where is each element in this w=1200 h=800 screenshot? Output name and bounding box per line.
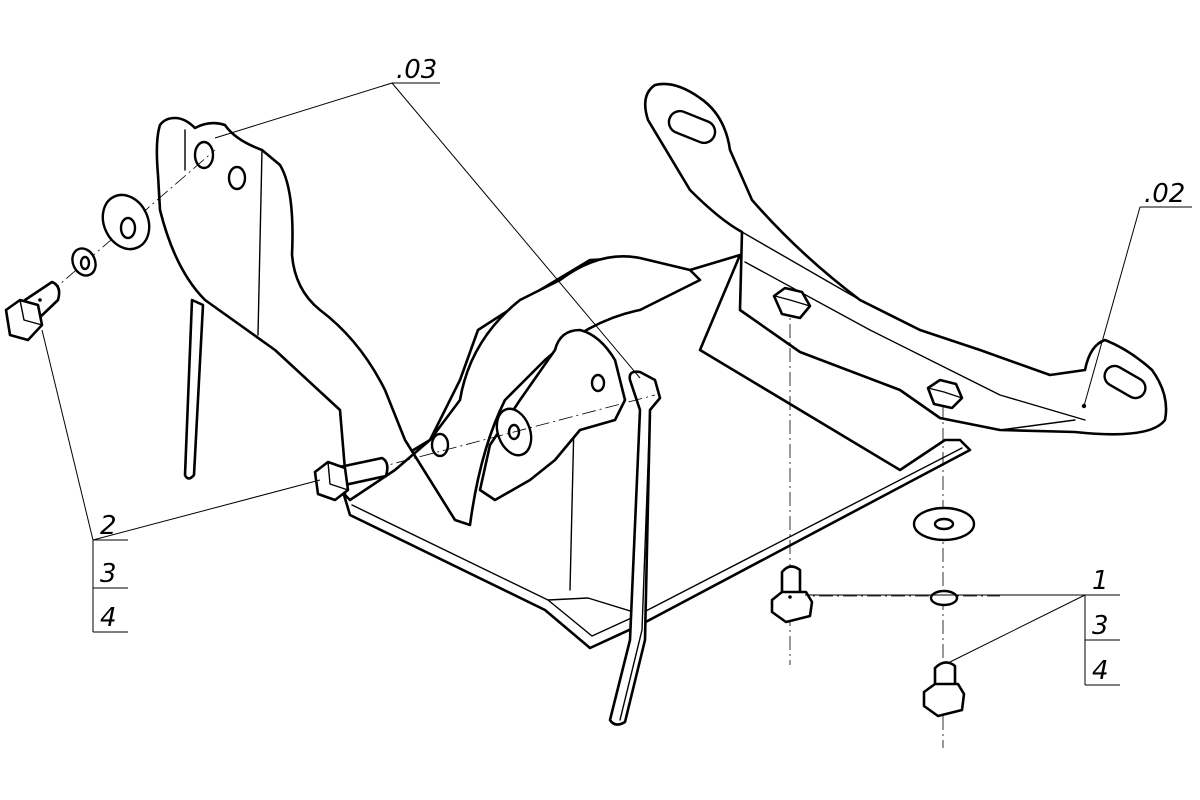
bracket-nuts [772,286,964,410]
left-bracket-hole-1 [193,140,215,170]
bolt-right-upper-head [770,590,814,624]
left-bracket-hole-2 [227,165,247,191]
lock-washer-left-hole [79,255,91,271]
right-stack-item-1: 1 [1092,566,1109,596]
callout-labels: .03 .02 2 3 4 1 3 4 [100,55,1185,686]
callout-03: .03 [396,55,437,85]
flat-washer-left-hole [119,216,137,240]
callout-02: .02 [1144,179,1185,209]
right-bracket [643,82,1168,436]
right-stack-item-2: 3 [1092,611,1109,641]
right-stack-item-3: 4 [1092,656,1109,686]
leader-lines [41,82,1192,686]
center-bolt [313,456,389,502]
upright-nut [430,432,450,458]
left-fastener-stack [4,193,151,342]
bolt-right-lower-head [922,682,966,718]
left-stack-item-2: 3 [100,559,117,589]
slot-hole-upper [667,109,717,145]
lock-washer-right [929,589,959,607]
right-fastener-stack [770,506,976,718]
left-bracket [155,116,702,527]
left-stack-item-1: 2 [100,511,117,541]
upright-hole-1 [590,373,606,393]
left-stack-item-3: 4 [100,603,117,633]
flat-washer-right-hole [933,517,955,531]
nut-2 [926,378,964,410]
slot-hole-lower [1103,364,1147,400]
